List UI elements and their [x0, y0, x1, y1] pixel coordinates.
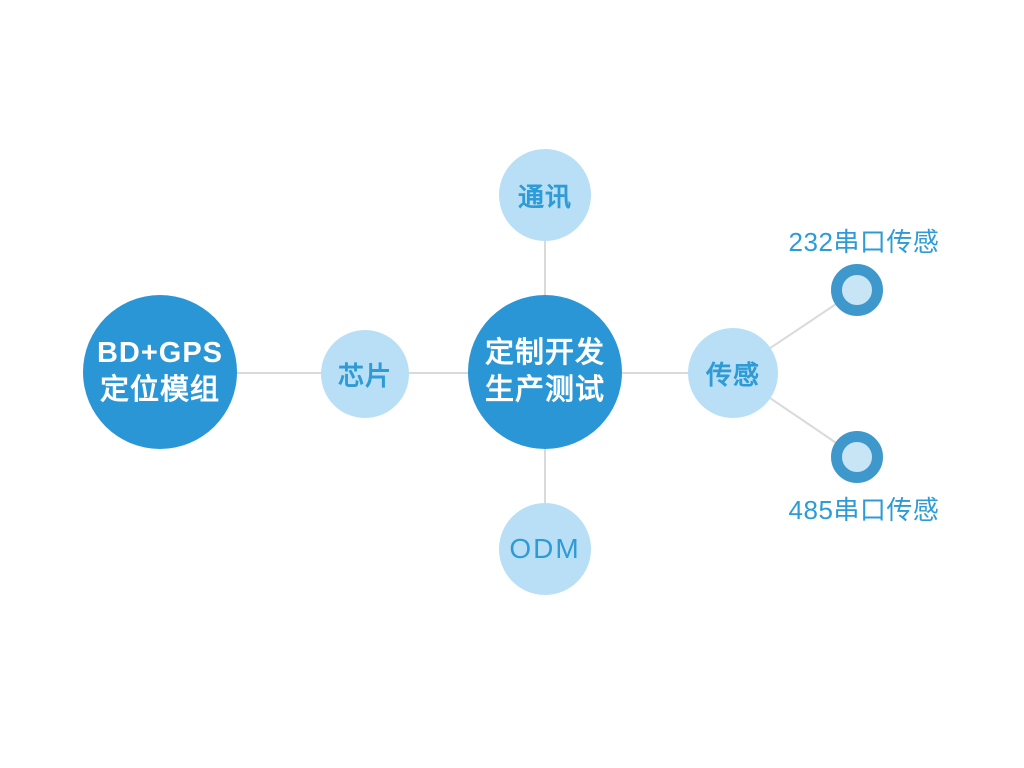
node-custom-development: 定制开发 生产测试: [468, 295, 622, 449]
node-chip: 芯片: [321, 330, 409, 418]
node-odm: ODM: [499, 503, 591, 595]
node-chip-label: 芯片: [337, 360, 392, 391]
node-custom-development-line1: 定制开发: [484, 336, 605, 369]
node-sensing: 传感: [688, 328, 778, 418]
label-485-serial-sensor: 485串口传感: [788, 495, 940, 525]
node-odm-label: ODM: [509, 533, 581, 564]
node-communication: 通讯: [499, 149, 591, 241]
node-bd-gps-line2: 定位模组: [99, 374, 220, 406]
donut-node-232-icon: [831, 264, 883, 316]
donut-node-485-icon: [831, 431, 883, 483]
node-bd-gps-line1: BD+GPS: [96, 336, 224, 369]
node-sensing-label: 传感: [705, 359, 760, 390]
label-232-serial-sensor: 232串口传感: [788, 227, 940, 257]
node-communication-label: 通讯: [517, 181, 572, 212]
node-bd-gps-module: BD+GPS 定位模组: [83, 295, 237, 449]
node-custom-development-line2: 生产测试: [484, 374, 605, 406]
